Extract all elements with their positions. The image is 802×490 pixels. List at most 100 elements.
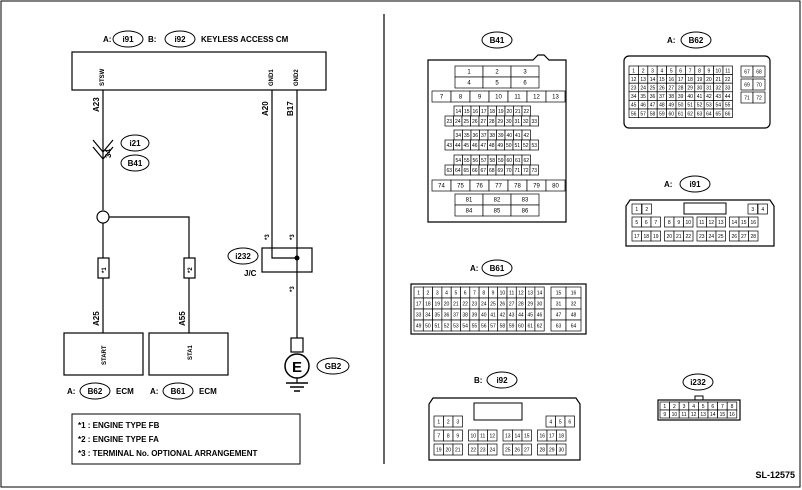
b41-terminal-label: 54 <box>455 158 461 164</box>
b41-terminal-label: 74 <box>438 184 445 190</box>
b61-terminal-label: 56 <box>481 324 487 330</box>
wire-label-b17: B17 <box>286 101 295 116</box>
b62-terminal-label: 50 <box>678 103 684 109</box>
i91-terminal-label: 6 <box>645 220 648 226</box>
b61-terminal-cell <box>565 319 582 332</box>
b62-ref: B62 <box>689 36 704 45</box>
b61-terminal-label: 3 <box>436 291 439 297</box>
i91-terminal-label: 23 <box>699 234 705 240</box>
i92-terminal-cell <box>564 415 575 428</box>
b62-terminal-label: 59 <box>659 111 665 117</box>
i92-prefix: B: <box>474 376 482 385</box>
b62-terminal-label: 8 <box>698 68 701 74</box>
b62-terminal-label: 22 <box>725 77 731 83</box>
b61-terminal-label: 37 <box>453 313 459 319</box>
b41-terminal-label: 56 <box>472 158 478 164</box>
i91-terminal-label: 5 <box>635 220 638 226</box>
b41-terminal-label: 42 <box>523 133 529 139</box>
b62-terminal-label: 29 <box>687 86 693 92</box>
b41-terminal-label: 75 <box>457 184 464 190</box>
b62-terminal-label: 49 <box>669 103 675 109</box>
i232-terminal-label: 1 <box>663 404 666 410</box>
b62-terminal-label: 16 <box>669 77 675 83</box>
b61-terminal-label: 22 <box>462 302 468 308</box>
b41-terminal-label: 25 <box>463 119 469 125</box>
b62-terminal-label: 36 <box>650 94 656 100</box>
i91-terminal-label: 16 <box>750 220 756 226</box>
i91-terminal-cell <box>650 230 661 242</box>
b61-terminal-label: 41 <box>490 313 496 319</box>
b41-terminal-label: 76 <box>476 184 483 190</box>
b62-terminal-label: 19 <box>697 77 703 83</box>
i91-housing <box>625 199 775 247</box>
i91-terminal-cell <box>631 203 642 215</box>
b62-terminal-label: 20 <box>706 77 712 83</box>
b62-terminal-label: 45 <box>631 103 637 109</box>
i91-terminal-cell <box>748 216 759 228</box>
b41-terminal-label: 6 <box>523 81 527 87</box>
b61-terminal-label: 45 <box>527 313 533 319</box>
b61-terminal-label: 54 <box>462 324 468 330</box>
b41-terminal-label: 13 <box>552 95 559 101</box>
b41-terminal-label: 15 <box>464 109 470 115</box>
b61-terminal-label: 15 <box>556 291 562 297</box>
i92-terminal-cell <box>452 429 463 442</box>
b61-terminal-label: 44 <box>518 313 524 319</box>
i92-terminal-label: 16 <box>539 434 545 440</box>
b61-terminal-label: 33 <box>416 313 422 319</box>
i92-ref: i92 <box>496 376 508 385</box>
pin-gnd1-label: GND1 <box>269 69 275 86</box>
b61-terminal-label: 27 <box>509 302 515 308</box>
b62-terminal-label: 72 <box>756 96 762 102</box>
i91-terminal-label: 22 <box>685 234 691 240</box>
b41-terminal-label: 39 <box>498 133 504 139</box>
b62-terminal-label: 21 <box>716 77 722 83</box>
i92-terminal-label: 30 <box>558 448 564 454</box>
i91-terminal-label: 17 <box>634 234 640 240</box>
i232-terminal-label: 10 <box>672 412 678 418</box>
b41-terminal-label: 73 <box>531 168 537 174</box>
b61-terminal-label: 25 <box>490 302 496 308</box>
i92-terminal-label: 6 <box>568 420 571 426</box>
b41-terminal-cell <box>529 139 539 151</box>
b61-terminal-label: 8 <box>482 291 485 297</box>
b62-terminal-cell <box>752 91 766 104</box>
b61-terminal-label: 50 <box>425 324 431 330</box>
ground-ref: GB2 <box>325 362 342 371</box>
b62-terminal-label: 58 <box>650 111 656 117</box>
star3-label-b: *3 <box>290 234 296 240</box>
i232-terminal-label: 8 <box>731 404 734 410</box>
b61-terminal-label: 34 <box>425 313 431 319</box>
b41-terminal-label: 72 <box>523 168 529 174</box>
i91-terminal-cell <box>715 216 726 228</box>
i91-terminal-cell <box>683 230 694 242</box>
i91-terminal-cell <box>683 216 694 228</box>
b41-terminal-label: 59 <box>498 158 504 164</box>
b62-terminal-label: 35 <box>640 94 646 100</box>
b41-terminal-label: 43 <box>446 143 452 149</box>
b41-terminal-label: 62 <box>523 158 529 164</box>
b41-terminal-label: 82 <box>494 198 501 204</box>
b62-terminal-label: 51 <box>687 103 693 109</box>
b61-terminal-label: 16 <box>571 291 577 297</box>
b41-terminal-label: 50 <box>506 143 512 149</box>
b41-terminal-label: 35 <box>464 133 470 139</box>
b41-terminal-label: 41 <box>515 133 521 139</box>
b62-terminal-label: 60 <box>669 111 675 117</box>
b62-terminal-label: 28 <box>678 86 684 92</box>
i232-terminal-label: 4 <box>692 404 695 410</box>
b41-terminal-label: 9 <box>478 95 482 101</box>
i232-terminal-cell <box>726 409 738 419</box>
b62-terminal-label: 53 <box>706 103 712 109</box>
i91-terminal-label: 2 <box>645 207 648 213</box>
b61-terminal-label: 53 <box>453 324 459 330</box>
diagram-code: SL-12575 <box>755 470 795 480</box>
module-title: KEYLESS ACCESS CM <box>201 35 289 44</box>
b62-terminal-label: 10 <box>716 68 722 74</box>
i92-terminal-label: 14 <box>514 434 520 440</box>
b61-terminal-label: 47 <box>556 313 562 319</box>
i92-terminal-label: 18 <box>558 434 564 440</box>
b62-terminal-label: 38 <box>669 94 675 100</box>
